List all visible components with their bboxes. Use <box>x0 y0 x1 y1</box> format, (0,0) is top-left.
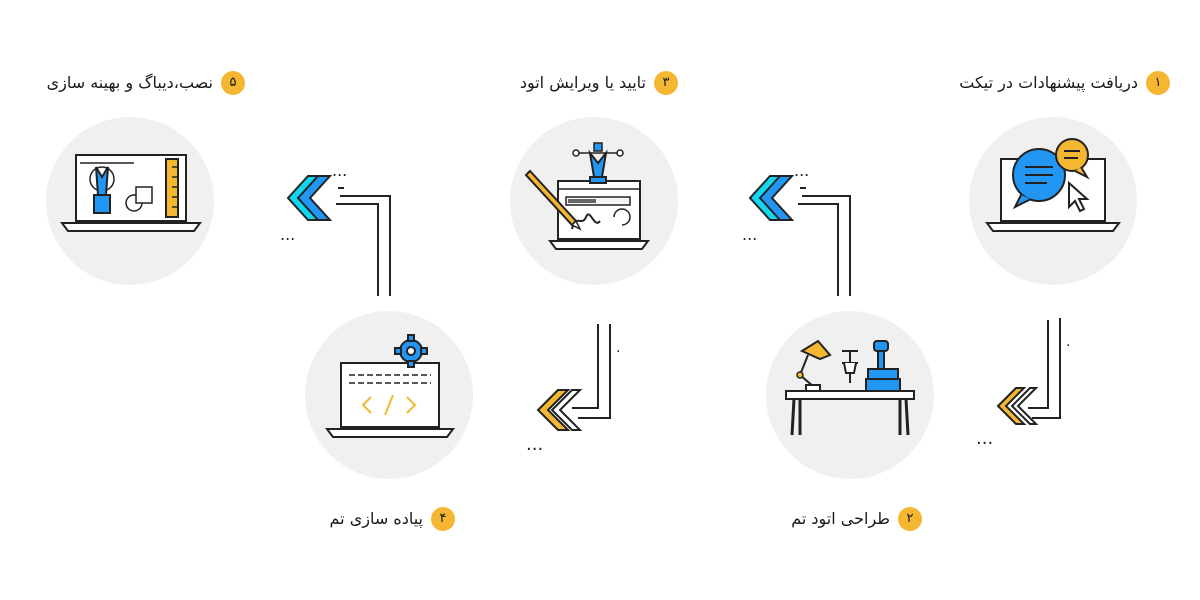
laptop-code-gear-icon <box>325 334 455 438</box>
step-1-title: دریافت پیشنهادات در تیکت <box>959 73 1138 92</box>
connector-step2-to-step3: ... ... <box>742 161 851 296</box>
step-2-illustration <box>766 311 934 479</box>
svg-text:...: ... <box>976 428 993 449</box>
step-4-number-badge: ۴ <box>431 507 455 531</box>
desk-lamp-stamp-icon <box>785 339 915 436</box>
step-1-label: ۱ دریافت پیشنهادات در تیکت <box>959 71 1170 95</box>
laptop-design-tools-icon <box>60 154 202 232</box>
step-3-illustration <box>510 117 678 285</box>
laptop-pen-edit-icon <box>524 142 650 250</box>
step-2-label: ۲ طراحی اتود تم <box>791 507 922 531</box>
step-2-number-badge: ۲ <box>898 507 922 531</box>
svg-text:...: ... <box>526 434 543 455</box>
yellow-chevron-arrow-icon <box>996 387 1039 425</box>
yellow-chevron-arrow-icon <box>536 389 583 431</box>
step-1-illustration <box>969 117 1137 285</box>
step-3-label: ۳ تایید یا ویرایش اتود <box>520 71 678 95</box>
svg-text:...: ... <box>794 161 809 180</box>
connector-step1-to-step2: · ... <box>976 318 1070 449</box>
svg-text:...: ... <box>742 225 757 244</box>
step-3-number-badge: ۳ <box>654 71 678 95</box>
blue-chevron-arrow-icon <box>748 175 795 221</box>
step-4-label: ۴ پیاده سازی تم <box>330 507 455 531</box>
connector-step4-to-step5: ... ... <box>280 161 391 296</box>
step-4-illustration <box>305 311 473 479</box>
svg-text:...: ... <box>332 161 347 180</box>
step-5-label: ۵ نصب،دیباگ و بهینه سازی <box>47 71 245 95</box>
step-4-title: پیاده سازی تم <box>329 509 423 528</box>
laptop-chat-icon <box>985 138 1121 232</box>
svg-text:·: · <box>616 344 620 360</box>
svg-text:·: · <box>1066 338 1070 354</box>
blue-chevron-arrow-icon <box>286 175 333 221</box>
step-5-number-badge: ۵ <box>221 71 245 95</box>
connector-step3-to-step4: · ... <box>526 324 620 455</box>
step-5-title: نصب،دیباگ و بهینه سازی <box>46 73 213 92</box>
step-5-illustration <box>46 117 214 285</box>
step-1-number-badge: ۱ <box>1146 71 1170 95</box>
step-3-title: تایید یا ویرایش اتود <box>519 73 646 92</box>
step-2-title: طراحی اتود تم <box>791 509 890 528</box>
svg-text:...: ... <box>280 225 295 244</box>
